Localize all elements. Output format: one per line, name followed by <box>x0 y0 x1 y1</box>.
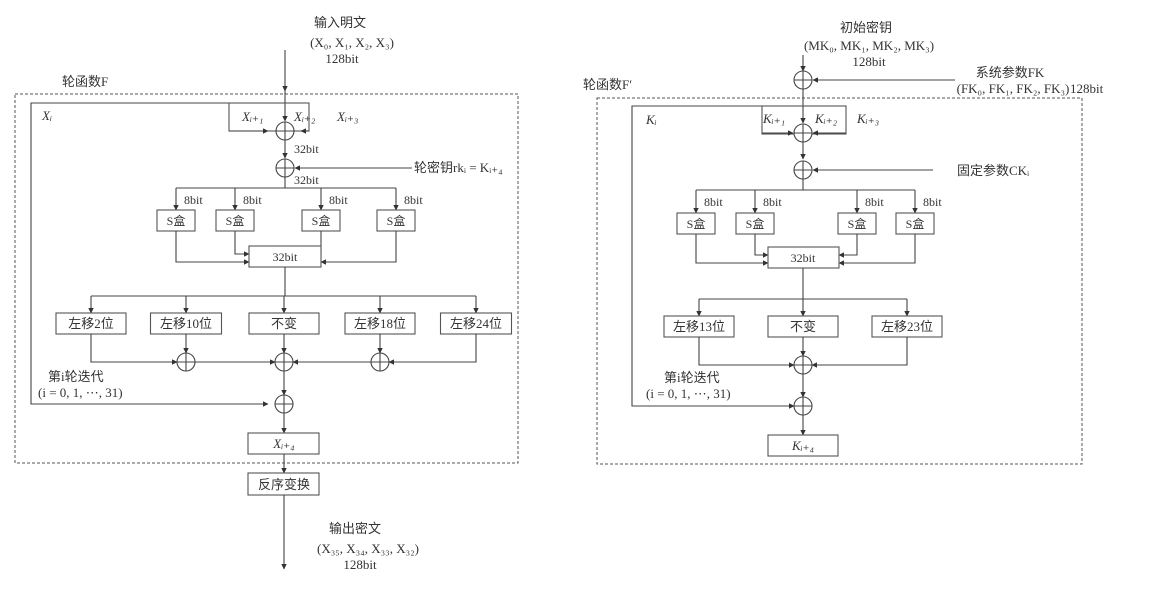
plaintext-title: 输入明文 <box>314 15 366 30</box>
shift-label: 不变 <box>790 319 816 334</box>
iteration-label: 第i轮迭代 <box>664 370 720 385</box>
sbox-label: S盒 <box>746 216 765 231</box>
xor-icon <box>275 158 295 178</box>
reverse-label: 反序变换 <box>258 477 310 492</box>
round-function-label-prime: 轮函数F′ <box>583 77 632 92</box>
ciphertext-words: (X₃₅, X₃₄, X₃₃, X₃₂) <box>317 541 419 556</box>
iteration-range: (i = 0, 1, ⋯, 31) <box>646 386 731 401</box>
iteration-label: 第i轮迭代 <box>48 369 104 384</box>
ciphertext-title: 输出密文 <box>329 521 381 536</box>
shift-label: 左移2位 <box>68 316 114 331</box>
round-key-label: 轮密钥rkᵢ = Kᵢ₊₄ <box>414 160 503 175</box>
sbox-output-arrow <box>175 231 250 265</box>
state-x0-label: Xᵢ <box>41 108 52 123</box>
sbox-input-label: 8bit <box>329 193 348 207</box>
shift-label: 左移23位 <box>881 319 933 334</box>
system-param-words: (FK₀, FK₁, FK₂, FK₃) <box>957 81 1070 96</box>
round-function-boundary-prime <box>596 97 1083 465</box>
sbox-label: S盒 <box>167 213 186 228</box>
xor-icon <box>793 123 813 143</box>
shift-label: 左移13位 <box>673 319 725 334</box>
round-function-label: 轮函数F <box>62 74 108 89</box>
ki-feedback-path <box>631 105 803 409</box>
xor-icon <box>274 394 294 414</box>
sbox-input-label: 8bit <box>763 195 782 209</box>
state-x3-label: Xᵢ₊₃ <box>336 109 358 124</box>
output-state-box <box>767 434 839 457</box>
encryption-diagram: 输入明文 (X₀, X₁, X₂, X₃) 128bit 轮函数F Xᵢ Xᵢ₊… <box>14 15 519 572</box>
sbox-output-arrow <box>320 231 397 265</box>
sbox-output-arrow <box>754 234 769 258</box>
output-state-label: Kᵢ₊₄ <box>791 438 815 453</box>
sbox-input-label: 8bit <box>704 195 723 209</box>
bit32-label-2: 32bit <box>294 173 319 187</box>
system-param-title: 系统参数FK <box>976 65 1045 80</box>
state-box <box>228 102 310 132</box>
xi-feedback-path <box>30 102 285 407</box>
sbox-input-label: 8bit <box>184 193 203 207</box>
initial-key-words: (MK₀, MK₁, MK₂, MK₃) <box>804 38 934 53</box>
sbox-input-label: 8bit <box>865 195 884 209</box>
flow-line <box>90 334 178 365</box>
sbox-output-arrow <box>838 234 916 266</box>
plaintext-size: 128bit <box>325 51 359 66</box>
shift-label: 左移24位 <box>450 316 502 331</box>
bit32-label-1: 32bit <box>294 142 319 156</box>
flow-line <box>698 337 795 368</box>
xor-icon <box>274 352 294 372</box>
sbox-output-arrow <box>234 231 250 257</box>
xor-icon <box>793 396 813 416</box>
round-function-boundary <box>14 93 519 464</box>
sbox-output-arrow <box>838 234 858 258</box>
sbox-input-label: 8bit <box>404 193 423 207</box>
xor-icon <box>275 121 295 141</box>
xor-icon <box>370 352 390 372</box>
sbox-label: S盒 <box>687 216 706 231</box>
merge-label: 32bit <box>791 251 816 265</box>
shift-label: 不变 <box>271 316 297 331</box>
initial-key-size: 128bit <box>852 54 886 69</box>
sbox-output-arrow <box>695 234 769 266</box>
iteration-range: (i = 0, 1, ⋯, 31) <box>38 385 123 400</box>
sbox-label: S盒 <box>906 216 925 231</box>
sbox-label: S盒 <box>312 213 331 228</box>
sbox-input-label: 8bit <box>923 195 942 209</box>
initial-key-title: 初始密钥 <box>840 20 892 35</box>
output-state-label: Xᵢ₊₄ <box>272 436 295 451</box>
flow-line <box>388 334 477 365</box>
xor-icon <box>176 352 196 372</box>
xor-icon <box>793 160 813 180</box>
state-k2-label: Kᵢ₊₂ <box>814 111 838 126</box>
state-k1-label: Kᵢ₊₁ <box>762 111 785 126</box>
system-param-size: 128bit <box>1070 81 1104 96</box>
sbox-input-label: 8bit <box>243 193 262 207</box>
state-x1-label: Xᵢ₊₁ <box>241 109 263 124</box>
key-expansion-diagram: 初始密钥 (MK₀, MK₁, MK₂, MK₃) 128bit 系统参数FK … <box>583 20 1104 465</box>
merge-label: 32bit <box>273 250 298 264</box>
plaintext-words: (X₀, X₁, X₂, X₃) <box>310 35 394 50</box>
shift-label: 左移18位 <box>354 316 406 331</box>
state-k0-label: Kᵢ <box>645 112 657 127</box>
sbox-label: S盒 <box>226 213 245 228</box>
flow-line <box>811 337 908 368</box>
shift-label: 左移10位 <box>160 316 212 331</box>
state-x2-label: Xᵢ₊₂ <box>293 109 316 124</box>
ciphertext-size: 128bit <box>343 557 377 572</box>
sbox-label: S盒 <box>848 216 867 231</box>
xor-icon <box>793 70 813 90</box>
state-k3-label: Kᵢ₊₃ <box>856 111 879 126</box>
xor-icon <box>793 355 813 375</box>
sbox-label: S盒 <box>387 213 406 228</box>
fixed-param-label: 固定参数CKᵢ <box>957 163 1030 178</box>
